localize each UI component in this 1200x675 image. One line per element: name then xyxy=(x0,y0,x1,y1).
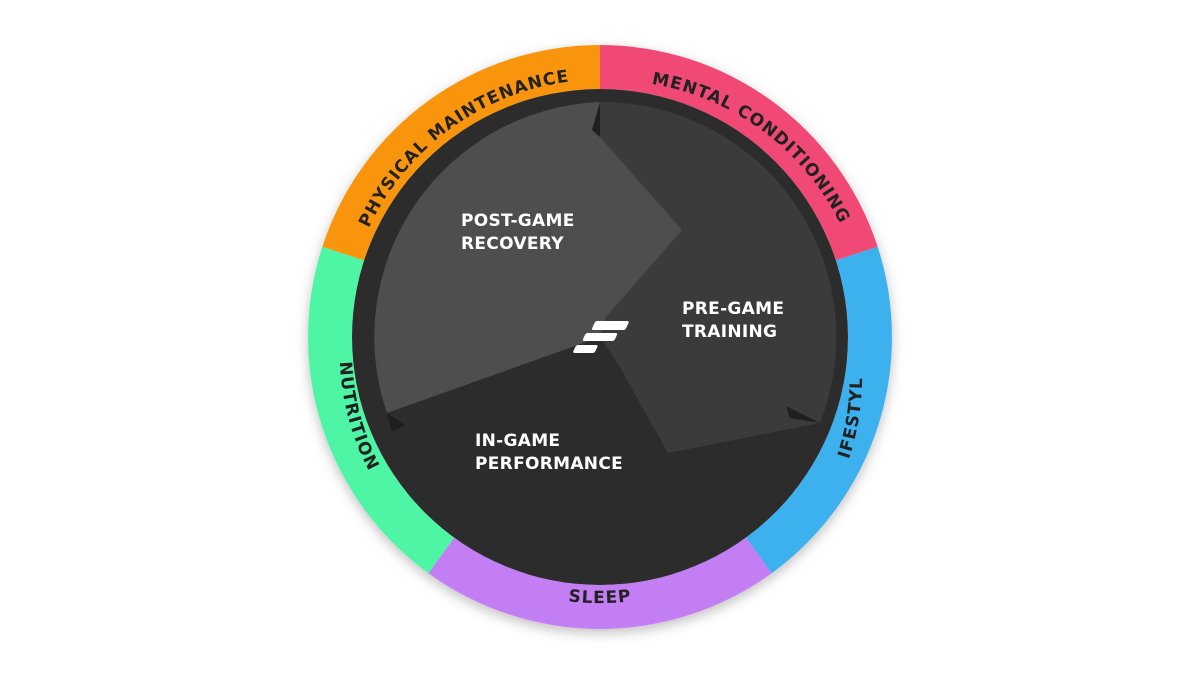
phase-label-post-game: POST-GAME RECOVERY xyxy=(461,211,581,254)
arrow-notch-shadow xyxy=(592,102,600,137)
phase-sector-pre-game xyxy=(600,101,837,453)
outer-ring xyxy=(308,45,892,629)
phase-sector-post-game xyxy=(374,102,682,413)
phase-label-post-game-line2: RECOVERY xyxy=(461,234,564,254)
ring-segment-nutrition xyxy=(308,246,455,574)
brand-logo-icon xyxy=(573,321,629,353)
ring-segment-sleep xyxy=(428,537,772,629)
phase-label-pre-game-line2: TRAINING xyxy=(682,322,777,342)
ring-segment-mental-conditioning xyxy=(600,45,878,261)
phase-cycle xyxy=(374,101,837,562)
arrow-notch-shadow xyxy=(786,406,820,423)
ring-segment-physical-maintenance xyxy=(322,45,600,261)
phase-label-post-game-line1: POST-GAME xyxy=(461,211,575,231)
phase-label-in-game: IN-GAME PERFORMANCE xyxy=(475,431,623,474)
ring-label-sleep: SLEEP xyxy=(568,586,633,608)
phase-label-pre-game: PRE-GAME TRAINING xyxy=(682,299,790,342)
phase-label-in-game-line2: PERFORMANCE xyxy=(475,454,623,474)
phase-label-in-game-line1: IN-GAME xyxy=(475,431,560,451)
ring-segment-lifestyle xyxy=(745,246,892,574)
phase-label-pre-game-line1: PRE-GAME xyxy=(682,299,784,319)
arrow-notch-shadow xyxy=(387,413,405,432)
